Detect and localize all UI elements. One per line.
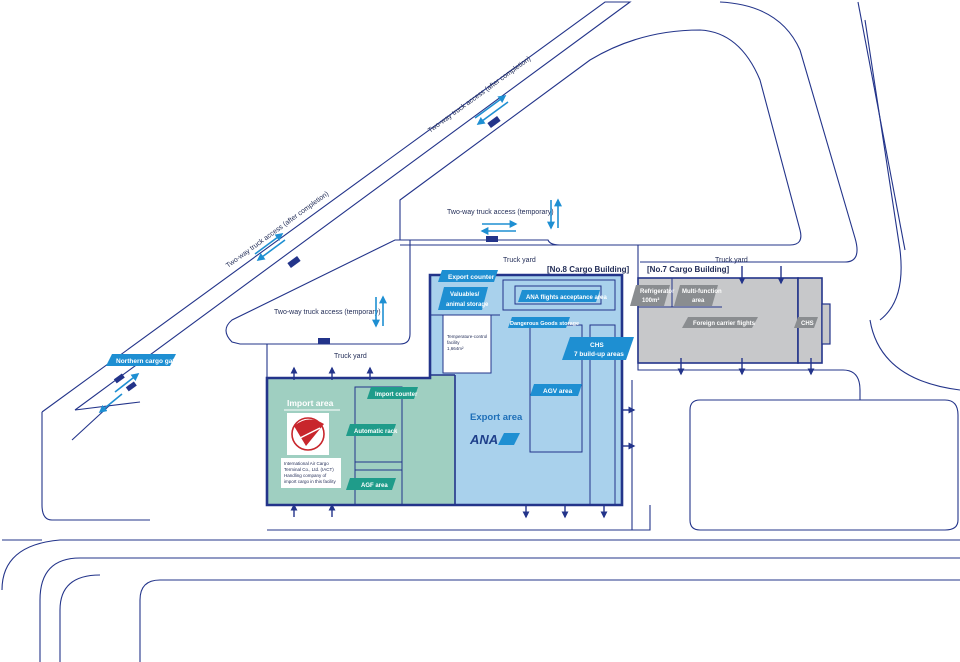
- svg-text:facility: facility: [447, 340, 460, 345]
- iact-note: International Air Cargo Terminal Co., Lt…: [281, 458, 341, 488]
- svg-text:ANA: ANA: [469, 432, 498, 447]
- multi-function-tag: Multi-function area: [674, 285, 722, 306]
- two-way-arrow-icon: [480, 198, 562, 235]
- svg-text:ANA flights acceptance area: ANA flights acceptance area: [526, 295, 607, 301]
- svg-text:AGF area: AGF area: [361, 483, 388, 489]
- svg-text:CHS: CHS: [590, 342, 604, 349]
- svg-text:Valuables/: Valuables/: [450, 292, 480, 298]
- svg-text:Temperature-control: Temperature-control: [447, 334, 487, 339]
- two-way-arrow-icon: [254, 233, 286, 261]
- export-counter-tag: Export counter: [438, 270, 498, 282]
- svg-text:Multi-function: Multi-function: [682, 289, 722, 295]
- automatic-rack-tag: Automatic rack: [346, 424, 398, 436]
- svg-text:1,664m²: 1,664m²: [447, 346, 464, 351]
- ana-acceptance-tag: ANA flights acceptance area: [518, 290, 607, 302]
- svg-text:area: area: [692, 298, 705, 304]
- svg-text:AGV area: AGV area: [543, 388, 573, 395]
- temp-control-facility: Temperature-control facility 1,664m²: [447, 334, 487, 351]
- agf-tag: AGF area: [346, 478, 396, 490]
- refrigerator-tag: Refrigerator 100m²: [630, 285, 675, 306]
- valuables-tag: Valuables/ animal storage: [438, 287, 489, 310]
- svg-text:7 build-up areas: 7 build-up areas: [574, 351, 624, 358]
- svg-text:animal storage: animal storage: [446, 302, 489, 308]
- two-way-arrow-icon: [98, 373, 140, 414]
- chs-tag: CHS 7 build-up areas: [562, 337, 634, 360]
- dangerous-goods-tag: Dangerous Goods storage: [508, 317, 579, 328]
- svg-text:Handling company of: Handling company of: [284, 473, 327, 478]
- two-way-arrow-icon: [372, 295, 387, 328]
- direction-arrow-icon: [290, 266, 815, 519]
- svg-text:100m²: 100m²: [642, 297, 659, 304]
- svg-text:International Air Cargo: International Air Cargo: [284, 461, 329, 466]
- northern-gate-label: Northern cargo gate: [116, 358, 179, 365]
- access-temp-label-2: Two-way truck access (temporary): [274, 309, 381, 316]
- no8-building: [265, 273, 624, 507]
- no7-chs-tag: CHS: [794, 317, 818, 328]
- svg-text:CHS: CHS: [801, 321, 814, 327]
- truck-yard-right-label: Truck yard: [715, 257, 748, 264]
- two-way-arrow-icon: [474, 95, 509, 125]
- svg-text:import cargo in this facility: import cargo in this facility: [284, 479, 337, 484]
- ana-logo: ANA: [469, 432, 520, 447]
- foreign-carrier-tag: Foreign carrier flights: [682, 317, 758, 328]
- truck-yard-top-label: Truck yard: [503, 257, 536, 264]
- access-after-label-2: Two-way truck access (after completion): [225, 191, 330, 270]
- no7-title: [No.7 Cargo Building]: [647, 265, 730, 274]
- no8-title: [No.8 Cargo Building]: [547, 265, 630, 274]
- truck-icon: [113, 116, 501, 392]
- svg-text:Import counter: Import counter: [375, 392, 418, 398]
- northern-gate-tag: Northern cargo gate: [106, 354, 179, 366]
- agv-tag: AGV area: [530, 384, 582, 396]
- import-area-label: Import area: [287, 398, 334, 408]
- import-counter-tag: Import counter: [367, 387, 418, 399]
- svg-text:Automatic rack: Automatic rack: [354, 429, 398, 435]
- access-temp-label-1: Two-way truck access (temporary): [447, 209, 554, 216]
- svg-text:Export counter: Export counter: [448, 274, 495, 281]
- svg-text:Dangerous Goods storage: Dangerous Goods storage: [510, 321, 579, 327]
- svg-text:Terminal Co., Ltd. (IACT): Terminal Co., Ltd. (IACT): [284, 467, 334, 472]
- truck-yard-left-label: Truck yard: [334, 353, 367, 360]
- svg-text:Refrigerator: Refrigerator: [640, 289, 675, 295]
- export-area-label: Export area: [470, 412, 523, 423]
- svg-text:Foreign carrier flights: Foreign carrier flights: [693, 321, 756, 327]
- iact-logo: [287, 413, 329, 455]
